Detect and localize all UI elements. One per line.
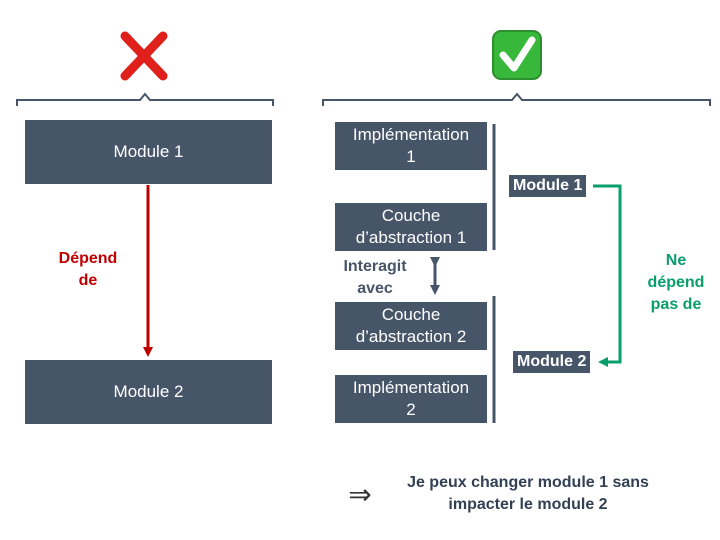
right-bracket <box>322 92 711 106</box>
implies-arrow-icon: ⇒ <box>348 479 372 510</box>
module1-tag: Module 1 <box>509 175 587 197</box>
no-dependency-arrow <box>593 184 622 367</box>
cross-mark-icon <box>120 31 168 81</box>
no-dependency-label: Ne dépend pas de <box>647 252 705 313</box>
left-module1-box: Module 1 <box>25 120 272 184</box>
implementation1-box: Implémentation 1 <box>335 122 487 170</box>
abstraction1-box: Couche d’abstraction 1 <box>335 203 487 251</box>
check-mark-button-icon <box>492 30 542 80</box>
left-module2-box: Module 2 <box>25 360 272 424</box>
left-bracket <box>16 92 274 106</box>
depends-label: Dépend de <box>58 250 118 289</box>
interacts-label: Interagit avec <box>343 258 407 297</box>
implementation2-box: Implémentation 2 <box>335 375 487 423</box>
conclusion-text: Je peux changer module 1 sans impacter l… <box>407 474 649 513</box>
module2-tag: Module 2 <box>513 351 591 373</box>
abstraction2-box: Couche d’abstraction 2 <box>335 302 487 350</box>
